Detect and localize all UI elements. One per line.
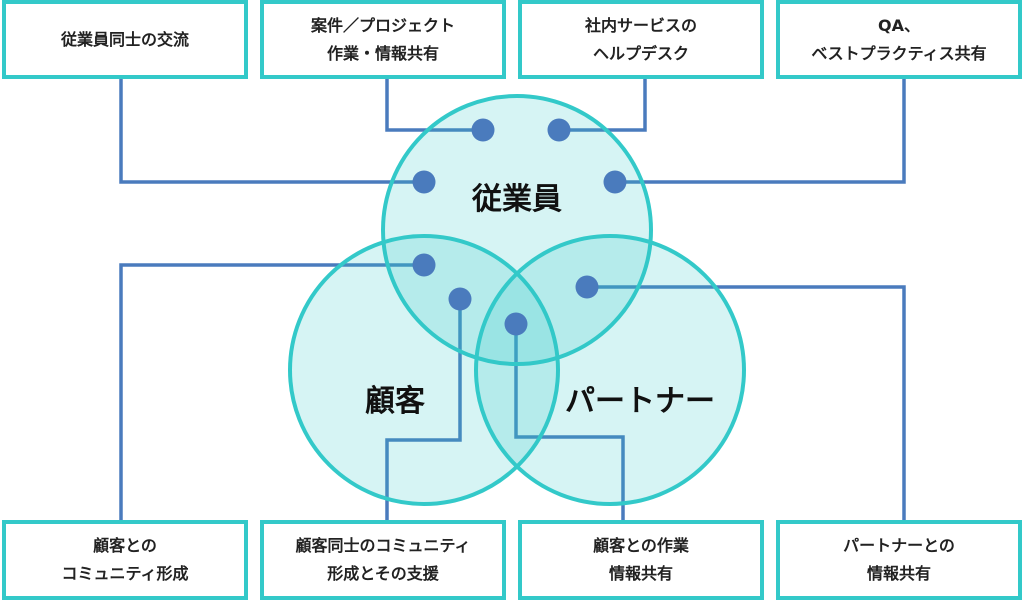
box-text: ベストプラクティス共有: [811, 43, 987, 63]
label-customers: 顧客: [365, 384, 425, 419]
box-text: 顧客との作業: [593, 536, 689, 555]
box-text: 顧客同士のコミュニティ: [295, 536, 471, 555]
box-text: ヘルプデスク: [592, 43, 689, 63]
dot: [504, 312, 528, 336]
connector-line: [514, 324, 625, 520]
box-text: 顧客との: [93, 536, 157, 555]
box-text: 形成とその支援: [327, 564, 439, 583]
connector-line: [385, 299, 462, 520]
dot: [575, 275, 599, 299]
connector-line: [119, 78, 424, 184]
dot: [547, 118, 571, 142]
connector-line: [119, 263, 424, 520]
box-qa: QA、ベストプラクティス共有: [776, 0, 1022, 79]
box-customer-work-sharing: 顧客との作業情報共有: [518, 520, 764, 600]
label-partners: パートナー: [565, 384, 715, 419]
box-text: 情報共有: [866, 564, 931, 583]
connector-line: [587, 285, 906, 520]
connector-line: [615, 78, 906, 184]
dot: [471, 118, 495, 142]
dot: [603, 170, 627, 194]
connector-line: [559, 78, 647, 132]
dot: [412, 253, 436, 277]
box-text: 従業員同士の交流: [60, 29, 189, 49]
box-customer-peer-community: 顧客同士のコミュニティ形成とその支援: [260, 520, 506, 600]
circle-partners: [474, 234, 746, 506]
connector-line: [385, 78, 483, 132]
box-text: 作業・情報共有: [326, 43, 439, 63]
box-helpdesk: 社内サービスのヘルプデスク: [518, 0, 764, 79]
dot: [448, 287, 472, 311]
circle-customers: [288, 234, 560, 506]
box-text: パートナーとの: [843, 536, 955, 555]
box-text: 社内サービスの: [584, 15, 697, 35]
box-partner-sharing: パートナーとの情報共有: [776, 520, 1022, 600]
box-text: 案件／プロジェクト: [310, 15, 455, 35]
box-employee-interaction: 従業員同士の交流: [2, 0, 248, 79]
box-text: 情報共有: [608, 564, 673, 583]
box-text: QA、: [878, 15, 920, 35]
box-text: コミュニティ形成: [61, 564, 189, 583]
box-project-sharing: 案件／プロジェクト作業・情報共有: [260, 0, 506, 79]
dot: [412, 170, 436, 194]
box-customer-community: 顧客とのコミュニティ形成: [2, 520, 248, 600]
label-employees: 従業員: [472, 182, 562, 217]
